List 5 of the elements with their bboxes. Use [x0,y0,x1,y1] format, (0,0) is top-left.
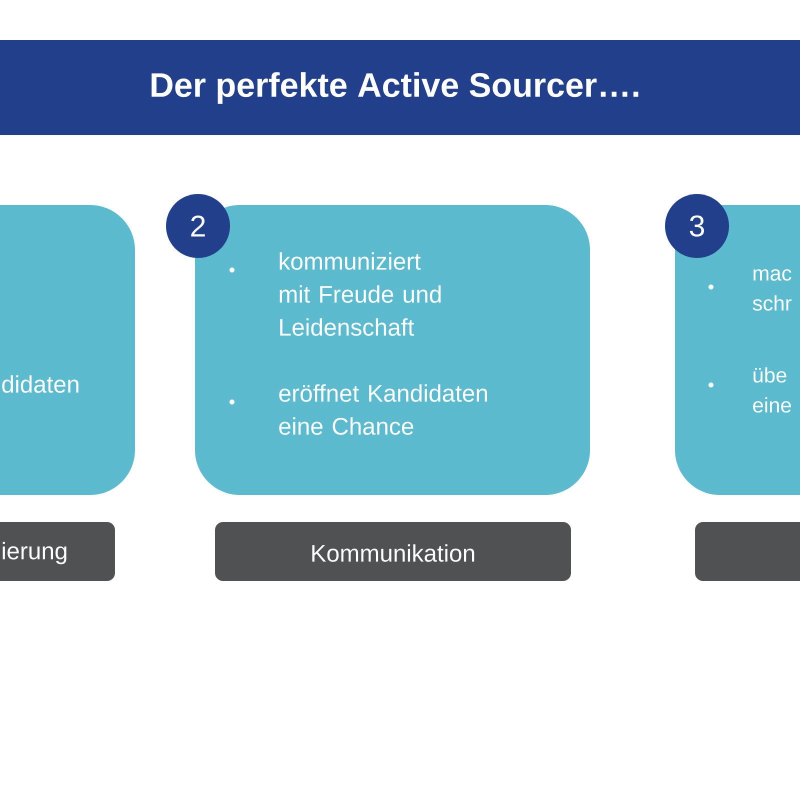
label-bar: Kommunikation [215,522,571,581]
label-bar: ierung [0,522,115,581]
rounded-card: didaten [0,205,135,495]
title-band: Der perfekte Active Sourcer…. [0,40,800,135]
label-bar [695,522,800,581]
